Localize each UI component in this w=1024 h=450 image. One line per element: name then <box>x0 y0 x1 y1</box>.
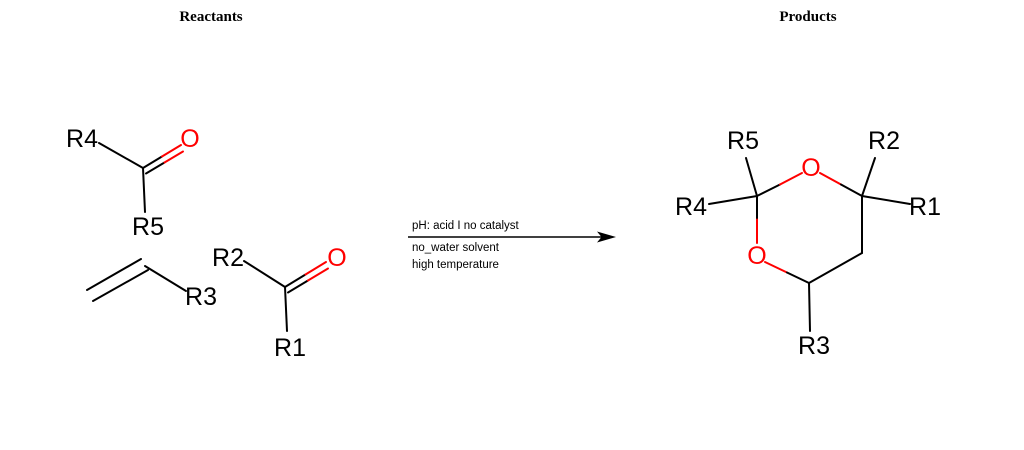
r-group-label-r3: R3 <box>798 332 830 360</box>
ring-bond-otop-c2-black <box>840 183 863 197</box>
ring-bond-c1-otop-black <box>756 183 781 197</box>
r-group-label-r3: R3 <box>185 283 217 311</box>
reactants-section-title: Reactants <box>179 9 242 25</box>
bond-carbonyl-a-red <box>304 261 327 276</box>
bond-carbonyl-a-black <box>284 273 307 288</box>
condition-line-1: pH: acid I no catalyst <box>412 220 520 232</box>
condition-line-3: high temperature <box>412 259 499 271</box>
bond-c1-r4 <box>708 195 758 205</box>
ring-bond-otop-c2-red <box>819 172 842 186</box>
r-group-label-r5: R5 <box>132 213 164 241</box>
bond-carbon-r3 <box>144 265 187 292</box>
bond-carbonyl-b-black <box>145 161 166 175</box>
reactant-alkene: R3 <box>86 258 217 311</box>
r-group-label-r4: R4 <box>66 125 98 153</box>
bond-r2-carbon <box>243 260 286 288</box>
ring-bond-ch2-cb <box>808 252 863 284</box>
reaction-arrow: pH: acid I no catalyst no_water solvent … <box>408 220 616 271</box>
bond-carbon-r1 <box>284 286 288 332</box>
r-group-label-r1: R1 <box>909 193 941 221</box>
bond-alkene-double-b <box>92 269 149 302</box>
condition-line-2: no_water solvent <box>412 242 500 254</box>
bond-carbonyl-b-red <box>307 267 329 282</box>
oxygen-atom-label-left: O <box>747 242 766 270</box>
oxygen-atom-label: O <box>180 125 199 153</box>
ring-bond-c1-otop-red <box>779 172 803 186</box>
reactant-ketone-b: R2 O R1 <box>212 244 347 362</box>
r-group-label-r4: R4 <box>675 193 707 221</box>
ring-bond-oleft-cb-red <box>764 261 788 274</box>
bond-alkene-double-a <box>86 258 142 291</box>
bond-carbonyl-b-red <box>163 150 184 164</box>
r-group-label-r5: R5 <box>727 127 759 155</box>
bond-c2-r2 <box>861 157 876 197</box>
bond-cb-r3 <box>808 282 811 332</box>
ring-bond-oleft-cb-black <box>786 271 810 284</box>
bond-carbon-r5 <box>142 167 146 213</box>
r-group-label-r2: R2 <box>212 244 244 272</box>
arrow-head-icon <box>597 231 616 243</box>
products-section-title: Products <box>779 9 836 25</box>
r-group-label-r2: R2 <box>868 127 900 155</box>
reactant-ketone-a: R4 O R5 <box>66 125 200 241</box>
bond-carbonyl-b-black <box>287 279 309 294</box>
bond-c1-r5 <box>745 157 758 197</box>
oxygen-atom-label: O <box>327 244 346 272</box>
r-group-label-r1: R1 <box>274 334 306 362</box>
product-dioxane-ring: O O R5 R2 R4 R1 R3 <box>675 127 941 360</box>
oxygen-atom-label-top: O <box>801 154 820 182</box>
bond-carbonyl-a-red <box>161 144 182 158</box>
bond-r4-carbon <box>98 142 144 169</box>
bond-c2-r1 <box>861 195 911 205</box>
bond-carbonyl-a-black <box>142 155 163 169</box>
